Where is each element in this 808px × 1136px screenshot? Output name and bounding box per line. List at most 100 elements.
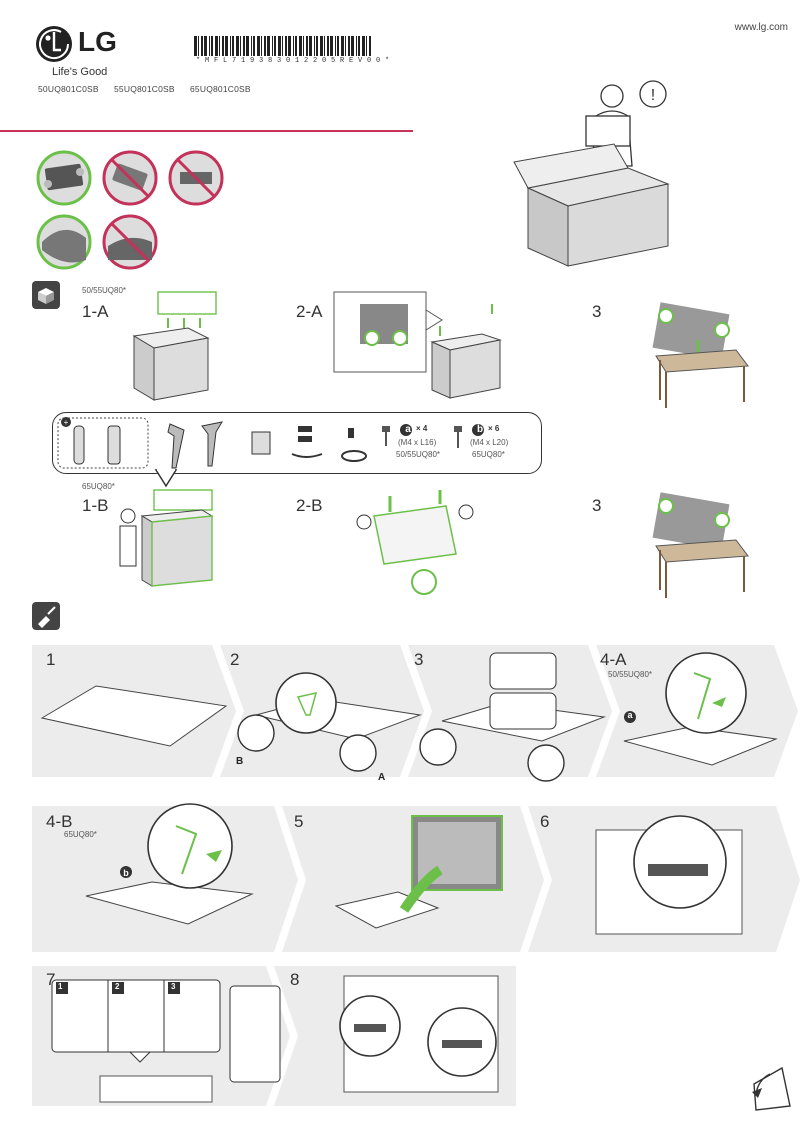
barcode-bar xyxy=(209,36,210,56)
tv-face-down-1 xyxy=(40,685,228,747)
barcode-bar xyxy=(272,36,273,56)
header-rule xyxy=(0,130,413,132)
barcode-bar xyxy=(278,36,281,56)
barcode-bar xyxy=(243,36,245,56)
step-4b-mark: b xyxy=(123,868,129,878)
no-press-icon xyxy=(102,214,158,270)
barcode-bar xyxy=(316,36,318,56)
barcode-bar xyxy=(324,36,325,56)
screw-a-model: 50/55UQ80* xyxy=(396,450,441,459)
barcode-bar xyxy=(337,36,339,56)
website: www.lg.com xyxy=(734,22,788,33)
barcode-bar xyxy=(194,36,197,56)
assembly-step-1: 1 xyxy=(46,650,56,669)
assembly-step-7: 7 xyxy=(46,970,56,989)
barcode-bar xyxy=(327,36,329,56)
stand-leg-left-icon xyxy=(167,423,185,469)
screw-a-count: × 4 xyxy=(416,424,428,433)
barcode-bar xyxy=(198,36,199,56)
barcode-bar xyxy=(341,36,344,56)
label-65: 65UQ80* xyxy=(82,482,115,491)
step-3b: 3 xyxy=(592,496,602,515)
barcode-bar xyxy=(288,36,291,56)
barcode-bar xyxy=(351,36,354,56)
barcode-bar xyxy=(299,36,302,56)
step-1b: 1-B xyxy=(82,496,109,515)
lg-logo-icon xyxy=(36,26,72,62)
barcode-bar xyxy=(246,36,249,56)
barcode-bar xyxy=(215,36,218,56)
barcode-bar xyxy=(211,36,213,56)
assembly-step-6: 6 xyxy=(540,812,550,831)
step-7-sub-1: 1 xyxy=(58,982,63,991)
step-4b-model: 65UQ80* xyxy=(64,830,97,839)
barcode-bar xyxy=(219,36,220,56)
assembly-row-3 xyxy=(32,966,516,1106)
barcode-bar xyxy=(330,36,333,56)
barcode-bar xyxy=(261,36,262,56)
barcode-bar xyxy=(306,36,308,56)
barcode-bar xyxy=(320,36,323,56)
barcode-bar xyxy=(232,36,234,56)
barcode-bar xyxy=(295,36,297,56)
barcode-bar xyxy=(366,36,367,56)
parts-pointer xyxy=(154,469,178,488)
no-lift-icon xyxy=(168,150,224,206)
assembly-row-1 xyxy=(32,645,798,782)
barcode-bar xyxy=(204,36,207,56)
tagline: Life's Good xyxy=(52,66,108,78)
stand-leg-right-icon xyxy=(201,421,224,467)
barcode-bar xyxy=(267,36,270,56)
barcode-bar xyxy=(257,36,260,56)
barcode-bar xyxy=(251,36,252,56)
page-turn-icon xyxy=(752,1066,791,1111)
lift-box-illustration xyxy=(119,489,214,587)
screw-b-mark: b xyxy=(476,424,484,435)
svg-text:!: ! xyxy=(651,87,655,104)
model-3: 65UQ801C0SB xyxy=(190,84,251,94)
parts-panel xyxy=(52,412,542,474)
remove-tv-illustration xyxy=(333,291,502,399)
barcode-bar xyxy=(253,36,255,56)
brush-icon xyxy=(32,602,60,630)
barcode-bar xyxy=(230,36,231,56)
step-3a: 3 xyxy=(592,302,602,321)
assembly-step-4a: 4-A xyxy=(600,650,627,669)
barcode-bar xyxy=(348,36,350,56)
leg-label-a: A xyxy=(378,772,386,783)
screw-b-size: (M4 x L20) xyxy=(470,438,509,447)
assembly-step-5: 5 xyxy=(294,812,304,831)
barcode-bar xyxy=(264,36,266,56)
tv-on-table-illustration-b xyxy=(652,492,749,598)
ok-touch-icon xyxy=(36,214,92,270)
step-1a: 1-A xyxy=(82,302,109,321)
barcode-bar xyxy=(369,36,371,56)
model-1: 50UQ801C0SB xyxy=(38,84,99,94)
screw-b-model: 65UQ80* xyxy=(472,450,505,459)
open-box xyxy=(513,143,670,267)
ok-hold-icon xyxy=(36,150,92,206)
barcode-bar xyxy=(293,36,294,56)
assembly-step-8: 8 xyxy=(290,970,300,989)
barcode-bar xyxy=(358,36,360,56)
box-icon xyxy=(32,281,60,309)
tv-on-table-illustration xyxy=(652,302,749,408)
step-7-sub-2: 2 xyxy=(115,982,120,991)
barcode-bar xyxy=(282,36,283,56)
lg-logo: LG xyxy=(34,24,154,64)
barcode-bar xyxy=(285,36,287,56)
box-open-top-illustration xyxy=(132,291,217,401)
step-4a-mark: a xyxy=(627,710,633,720)
lift-tv-illustration xyxy=(356,490,474,595)
barcode-bar xyxy=(225,36,228,56)
barcode-bar xyxy=(236,36,239,56)
barcode-text: * M F L 7 1 9 3 8 3 0 1 2 2 0 5 R E V 0 … xyxy=(196,57,390,65)
label-5055: 50/55UQ80* xyxy=(82,286,127,295)
barcode-bar xyxy=(303,36,304,56)
brand-name: LG xyxy=(78,26,117,57)
leg-label-b: B xyxy=(236,756,244,767)
barcode-bar xyxy=(274,36,276,56)
barcode-bar xyxy=(309,36,312,56)
handling-icons xyxy=(36,150,224,270)
barcode-bar xyxy=(222,36,224,56)
